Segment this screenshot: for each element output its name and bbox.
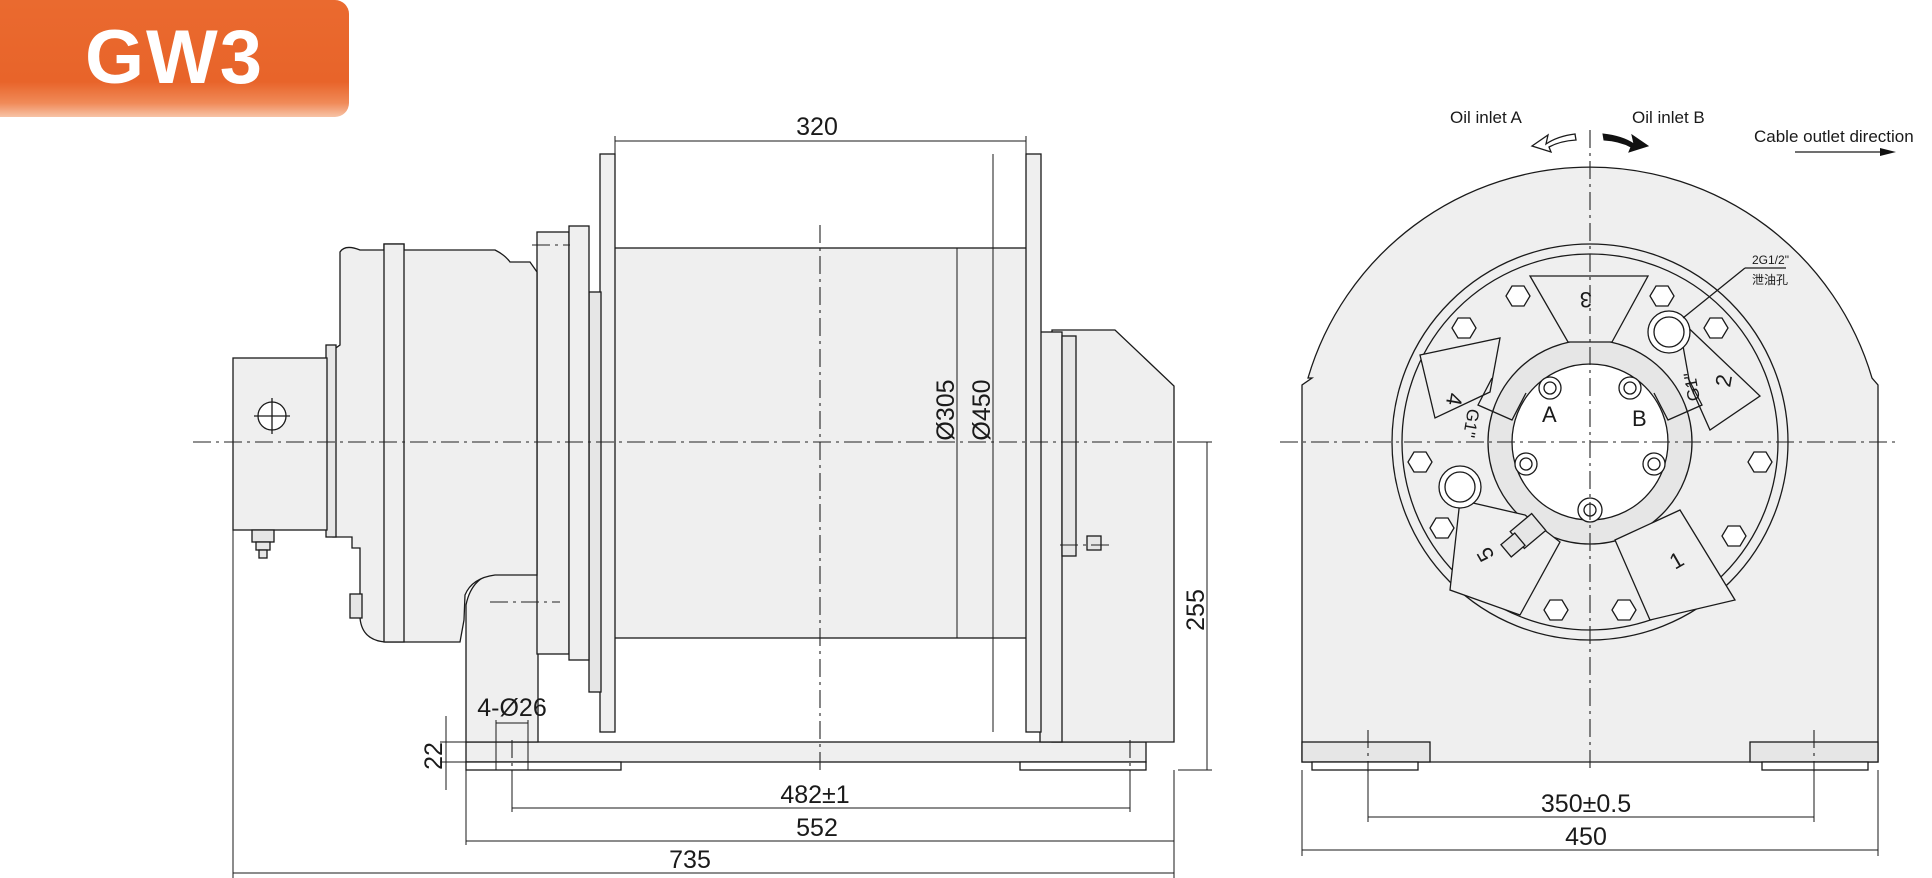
side-view: 320 Ø305 Ø450 255 22 4-Ø26 482±1 552: [193, 113, 1212, 878]
drain-cn-label: 泄油孔: [1752, 273, 1788, 287]
right-bearing-cap: [1061, 335, 1077, 557]
left-bearing-plate: [536, 231, 570, 655]
port-size-left: G1": [1459, 407, 1483, 439]
dim-base-length: 552: [796, 814, 838, 842]
right-bracket-bolt: [1086, 535, 1102, 551]
port-b-label: B: [1632, 406, 1647, 431]
left-bearing-flange: [568, 225, 590, 661]
boss-segment-3: [1528, 275, 1650, 343]
port-size-right: G1": [1680, 371, 1704, 403]
boss-segment-4: [1419, 337, 1501, 419]
end-view: 2G1/2" 泄油孔 A B G1" G1" 1 2 3 4 5: [1280, 108, 1914, 856]
motor-bolt: [255, 541, 271, 551]
end-foot-left: [1301, 741, 1431, 763]
end-dim-overall-width: 450: [1565, 823, 1607, 851]
part-number-2: 2: [1710, 372, 1737, 388]
dim-overall-length: 735: [669, 846, 711, 874]
left-hub-ring: [588, 291, 602, 693]
drum-flange-right: [1025, 153, 1042, 733]
part-number-3: 3: [1580, 287, 1592, 312]
port-bracket-right: [1653, 377, 1703, 421]
base-foot-right: [1019, 761, 1147, 771]
drain-size-label: 2G1/2": [1752, 253, 1789, 267]
oil-inlet-a-label: Oil inlet A: [1450, 108, 1522, 127]
oil-inlet-b-arrow: [1602, 133, 1650, 153]
port-bracket-left: [1477, 377, 1527, 421]
right-bearing-plate: [1039, 331, 1063, 743]
hydraulic-motor: [232, 357, 328, 531]
port-a-label: A: [1542, 402, 1557, 427]
drum-body: [613, 247, 1029, 639]
dim-flange-span: 320: [796, 113, 838, 141]
dim-drum-diameter: Ø305: [932, 379, 960, 440]
flange-bolts: [1407, 285, 1773, 621]
boss-segment-2: [1677, 316, 1762, 431]
gearbox-fitting: [349, 593, 363, 619]
dim-mount-holes: 4-Ø26: [477, 694, 546, 722]
motor-bolt-nut: [251, 529, 275, 543]
model-name: GW3: [84, 15, 265, 100]
model-badge: GW3: [0, 0, 349, 117]
gearbox-ring: [383, 243, 405, 643]
part-number-4: 4: [1441, 391, 1468, 407]
oil-inlet-a-arrow: [1530, 133, 1577, 154]
dim-center-height: 255: [1182, 589, 1210, 631]
dim-hole-spacing: 482±1: [780, 781, 849, 809]
dim-flange-diameter: Ø450: [968, 379, 996, 440]
dim-base-thickness: 22: [420, 742, 448, 770]
base-foot-left: [465, 761, 622, 771]
oil-inlet-b-label: Oil inlet B: [1632, 108, 1705, 127]
drum-flange-left: [599, 153, 616, 733]
motor-bolt-tip: [258, 549, 268, 559]
base-plate: [465, 741, 1147, 763]
boss-segment-1: [1614, 509, 1737, 621]
end-dim-hole-spacing: 350±0.5: [1541, 790, 1631, 818]
cable-outlet-label: Cable outlet direction: [1754, 127, 1914, 146]
